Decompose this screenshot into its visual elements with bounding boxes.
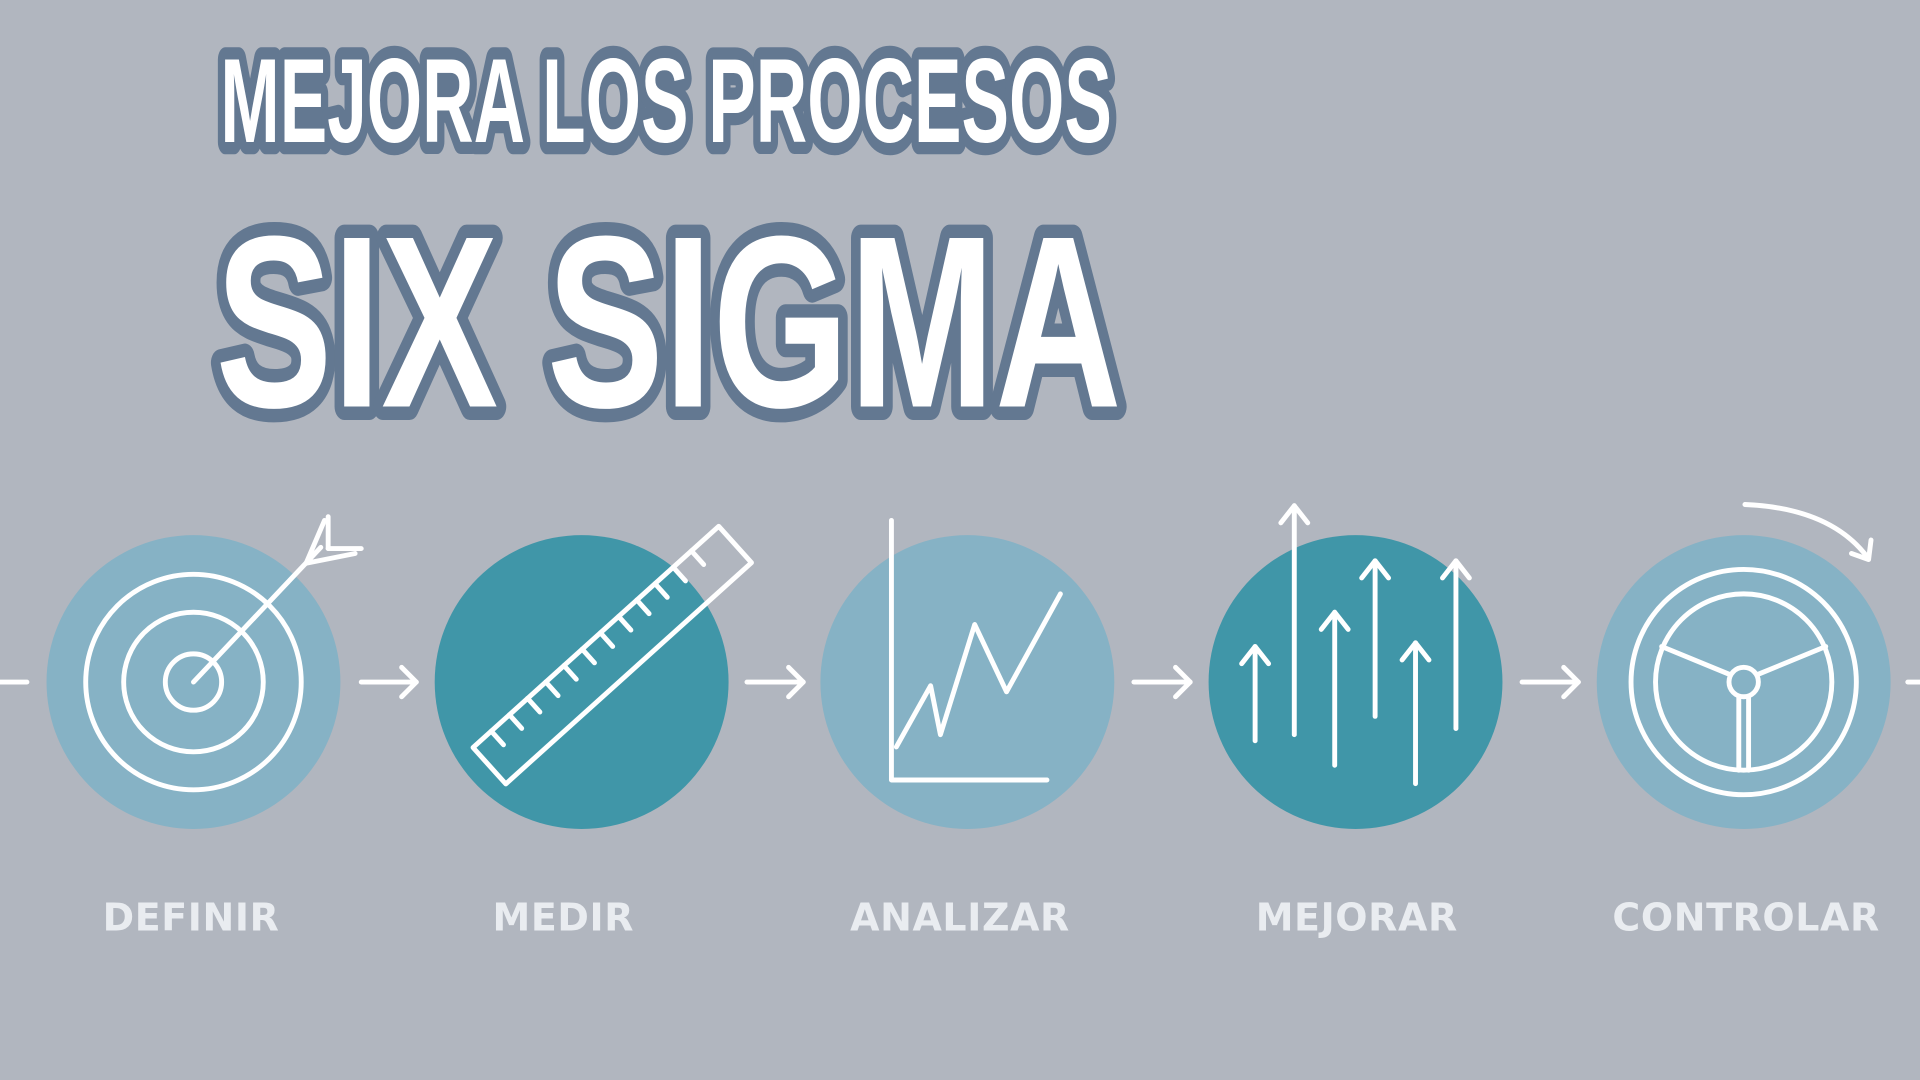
step-controlar: CONTROLAR	[1596, 502, 1891, 940]
arrow-right-icon	[1519, 664, 1581, 700]
step-analizar: ANALIZAR	[820, 517, 1115, 940]
arrow-right-icon	[1131, 664, 1193, 700]
step-label: ANALIZAR	[850, 896, 1070, 940]
flow-connectors	[0, 664, 1920, 700]
step-mejorar: MEJORAR	[1208, 503, 1503, 940]
steering-wheel-icon	[1628, 566, 1859, 798]
step-label: CONTROLAR	[1612, 896, 1879, 940]
arrow-right-icon	[358, 664, 419, 700]
title-line-1: MEJORA LOS PROCESOS	[220, 34, 1111, 168]
step-definir: DEFINIR	[46, 514, 364, 940]
arrow-right-icon	[744, 664, 806, 700]
step-label: DEFINIR	[103, 896, 280, 940]
step-label: MEDIR	[492, 896, 634, 940]
rotate-arrow-icon	[1742, 502, 1874, 563]
ruler-icon	[470, 523, 754, 787]
up-arrows-icon	[1239, 503, 1472, 787]
step-label: MEJORAR	[1256, 896, 1458, 940]
line-chart-icon	[888, 517, 1063, 783]
title-line-2: SIX SIGMA	[216, 185, 1122, 459]
target-icon	[83, 514, 364, 793]
step-medir: MEDIR	[434, 523, 754, 940]
